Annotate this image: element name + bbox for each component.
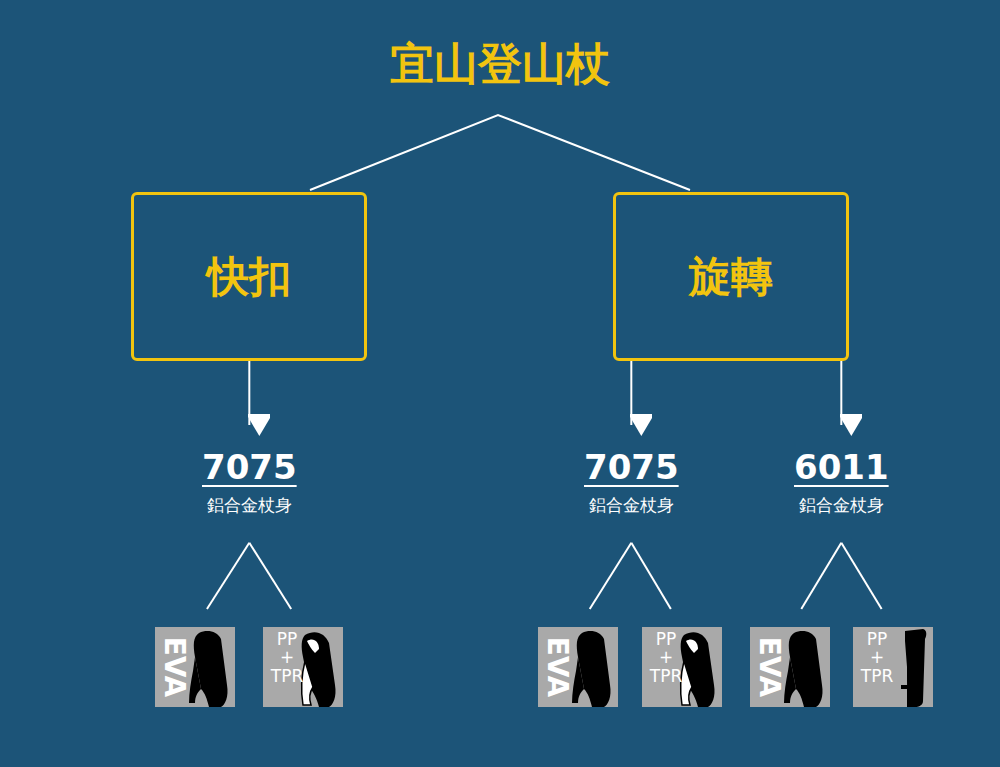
branch-line	[590, 543, 632, 609]
grip-material: PP + TPR	[646, 630, 686, 685]
text-holder: EVA	[750, 627, 788, 707]
material-spec: 6011 鋁合金杖身	[794, 425, 889, 517]
grip-material: PP + TPR	[267, 630, 307, 685]
category-box: 旋轉	[613, 192, 849, 361]
grip-material: EVA	[543, 637, 571, 698]
down-arrow	[840, 361, 842, 425]
down-arrow	[248, 361, 250, 425]
material-spec: 7075 鋁合金杖身	[202, 425, 297, 517]
category-box: 快扣	[131, 192, 367, 361]
down-arrow	[630, 361, 632, 425]
text-holder: EVA	[155, 627, 193, 707]
alloy-number: 7075	[584, 447, 679, 488]
grip-icon: PP + TPR	[642, 627, 722, 707]
grip-material: EVA	[755, 637, 783, 698]
grip-material: PP + TPR	[857, 630, 897, 685]
branch-line	[207, 543, 249, 609]
category-label: 旋轉	[689, 249, 773, 305]
alloy-number: 7075	[202, 447, 297, 488]
branch-line	[801, 543, 841, 609]
alloy-number: 6011	[794, 447, 889, 488]
grip-icon: EVA	[750, 627, 830, 707]
branch-line	[249, 543, 291, 609]
grip-icon: PP + TPR	[853, 627, 933, 707]
branch-line	[631, 543, 671, 609]
text-holder: EVA	[538, 627, 576, 707]
branch-line	[841, 543, 881, 609]
alloy-caption: 鋁合金杖身	[794, 494, 889, 517]
title-branch	[310, 115, 690, 190]
grip-material: EVA	[160, 637, 188, 698]
category-label: 快扣	[207, 249, 291, 305]
grip-icon: EVA	[155, 627, 235, 707]
alloy-caption: 鋁合金杖身	[584, 494, 679, 517]
grip-icon: EVA	[538, 627, 618, 707]
diagram-title: 宜山登山杖	[0, 38, 1000, 91]
material-spec: 7075 鋁合金杖身	[584, 425, 679, 517]
alloy-caption: 鋁合金杖身	[202, 494, 297, 517]
grip-icon: PP + TPR	[263, 627, 343, 707]
